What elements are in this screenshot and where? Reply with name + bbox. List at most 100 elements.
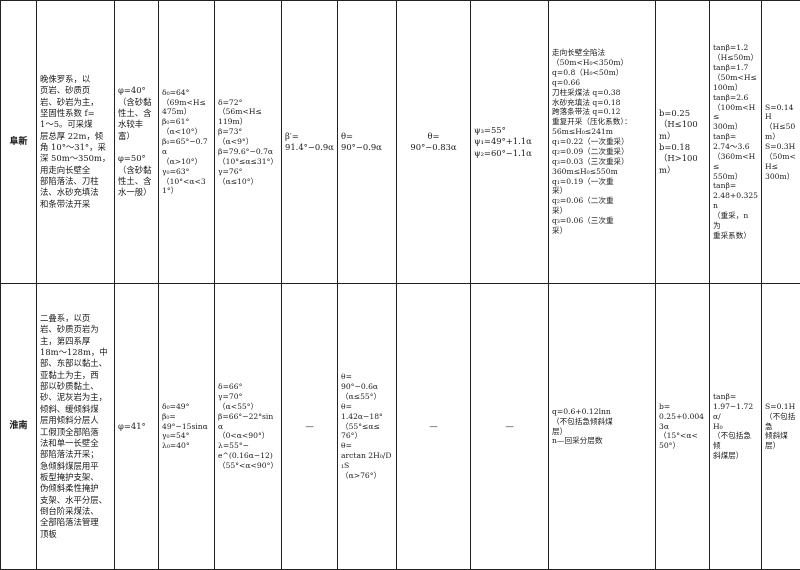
cell-line: 板型掩护支架、 [40, 472, 111, 483]
cell-line: tanβ= [713, 392, 758, 402]
mine-name: 淮南 [1, 284, 37, 570]
delta-cell: δ=66°γ=70°（α<55°）β=66°−22°sinα（0<α<90°）λ… [215, 284, 282, 570]
cell-line: ψ₂=60°−1.1α [474, 148, 545, 159]
delta-cell: δ=72°（56m<H≤119m）β=73°（α<9°）β=79.6°−0.7α… [215, 1, 282, 284]
cell-line: 部以砂质黏土、 [40, 381, 111, 392]
cell-line: 采） [552, 206, 652, 216]
cell-line: θ= [341, 131, 393, 142]
cell-line: tanβ=1.2 [713, 43, 758, 53]
psi-cell: — [471, 284, 549, 570]
cell-line: q=0.8（H₀<50m） [552, 68, 652, 78]
cell-line: λ₀=40° [162, 441, 211, 451]
theta-cell: θ=90°−0.6α（α≤55°）θ=1.42α−18°（55°≤α≤76°）θ… [338, 284, 397, 570]
cell-line: δ=72° [218, 98, 278, 108]
table-row-fuxin: 阜新 晚侏罗系，以页岩、砂质页岩、砂岩为主，坚固性系数 f=1～5。可采煤层总厚… [1, 1, 800, 284]
cell-line: θ= [341, 402, 393, 412]
s-cell: S=0.14H（H≤50m）S=0.3H（50m<H≤300m） [762, 1, 800, 284]
cell-line: 1～5。可采煤 [40, 119, 111, 130]
cell-line: φ=40° [118, 85, 155, 96]
cell-line: （15°<α< [659, 431, 706, 441]
cell-line: 法、水砂充填法 [40, 187, 111, 198]
cell-line: φ=41° [118, 421, 155, 432]
cell-line: tanβ= [713, 132, 758, 142]
cell-line: 90°−0.83α [400, 142, 467, 153]
cell-line [118, 142, 155, 153]
cell-line: （360m<H≤ [713, 152, 758, 172]
cell-line: q=0.6+0.12lnn [552, 407, 652, 417]
cell-line: （含砂黏 [118, 165, 155, 176]
cell-line: β₀=61° [162, 117, 211, 127]
theta2-cell: θ=90°−0.83α [397, 1, 471, 284]
cell-line: 层） [552, 427, 652, 437]
cell-line: （69m<H≤ [162, 98, 211, 108]
cell-line: e^(0.16α−12) [218, 451, 278, 461]
cell-line: tanβ= [713, 181, 758, 191]
cell-line: 部陷落法、刀柱 [40, 176, 111, 187]
beta-prime-cell: — [282, 284, 338, 570]
cell-line: 法和单一长壁全 [40, 438, 111, 449]
cell-line: ψ₃=55° [474, 125, 545, 136]
cell-line: 360m≤H₀≤550m [552, 167, 652, 177]
cell-line: 100m） [713, 83, 758, 93]
cell-line: S=0.3H [765, 142, 797, 152]
cell-line: 56m≤H₀≤241m [552, 127, 652, 137]
cell-line: （55°<α<90°） [218, 461, 278, 471]
cell-line: tanβ=2.6 [713, 93, 758, 103]
cell-line: γ=70° [218, 392, 278, 402]
cell-line: 水一般） [118, 187, 155, 198]
cell-line: 76°） [341, 431, 393, 441]
cell-line: q₃=0.06（三次重 [552, 216, 652, 226]
cell-line: θ= [400, 131, 467, 142]
cell-line: φ=50° [118, 153, 155, 164]
cell-line: q₁=0.19（一次重 [552, 177, 652, 187]
cell-line: 急倾斜煤层用平 [40, 461, 111, 472]
cell-line: 部陷落法开采； [40, 449, 111, 460]
cell-line: （含砂黏 [118, 97, 155, 108]
phi-cell: φ=41° [115, 284, 159, 570]
cell-line: 2.48+0.325n [713, 191, 758, 211]
cell-line: 主，第四系厚 [40, 336, 111, 347]
cell-line: 走向长壁全陷法 [552, 48, 652, 58]
cell-line: （10°<α<31°） [162, 177, 211, 197]
cell-line: 岩、砂岩为主， [40, 97, 111, 108]
cell-line: 顶板 [40, 529, 111, 540]
cell-line: 300m） [765, 172, 797, 182]
cell-line: 性土、含 [118, 176, 155, 187]
cell-line: （不包括急倾斜煤 [552, 417, 652, 427]
cell-line: 1.42α−18° [341, 412, 393, 422]
cell-line: q₁=0.22（一次重采） [552, 137, 652, 147]
cell-line: 支架、水平分层、 [40, 495, 111, 506]
delta0-cell: δ₀=64°（69m<H≤475m）β₀=61°（α<10°）β₀=65°−0.… [159, 1, 215, 284]
cell-line: 倒台阶采煤法、 [40, 506, 111, 517]
cell-line: — [400, 421, 467, 432]
cell-line: 性土、含 [118, 108, 155, 119]
cell-line: 跨落条带法 q=0.12 [552, 107, 652, 117]
theta2-cell: — [397, 284, 471, 570]
cell-line: γ₀=54° [162, 431, 211, 441]
mine-name: 阜新 [1, 1, 37, 284]
cell-line: 水较丰 [118, 119, 155, 130]
cell-line: （10°≤α≤31°） [218, 157, 278, 167]
cell-line: 倾斜煤层） [765, 431, 797, 451]
cell-line: （H>100m） [659, 153, 706, 176]
cell-line: q₂=0.06（二次重 [552, 196, 652, 206]
cell-line: 重采系数） [713, 231, 758, 241]
cell-line: γ₀=63° [162, 167, 211, 177]
cell-line: H₀ [713, 422, 758, 432]
cell-line: q₃=0.03（三次重采） [552, 157, 652, 167]
cell-line: 角 10°～31°，采 [40, 142, 111, 153]
cell-line: （重采，n 为 [713, 211, 758, 231]
cell-line: β=66°−22°sinα [218, 412, 278, 432]
cell-line: β′= [285, 131, 334, 142]
cell-line: β=79.6°−0.7α [218, 147, 278, 157]
cell-line: （50m<H≤ [765, 152, 797, 172]
cell-line: （α<10°） [162, 127, 211, 137]
cell-line: b= [659, 402, 706, 412]
cell-line: 工假顶全部陷落 [40, 427, 111, 438]
cell-line: 伪倾斜柔性掩护 [40, 483, 111, 494]
cell-line: （不包括急倾 [713, 431, 758, 451]
cell-line: （0<α<90°） [218, 431, 278, 441]
